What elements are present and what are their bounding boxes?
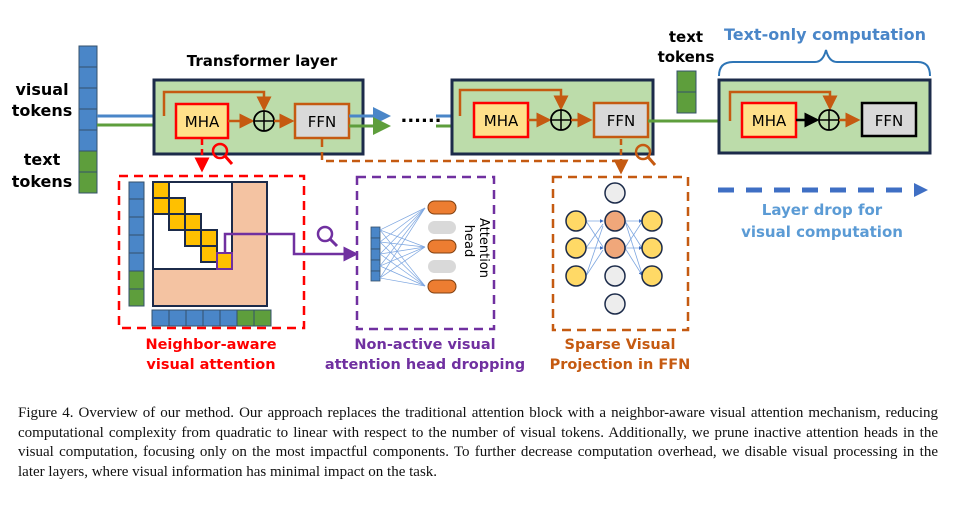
mha-block	[740, 101, 798, 139]
visual-token	[128, 181, 145, 200]
visual-token	[219, 309, 238, 327]
figure-caption: Figure 4. Overview of our method. Our ap…	[18, 405, 938, 480]
visual-token	[78, 45, 98, 68]
visual-token	[128, 252, 145, 272]
panel-caption-line1: Non-active visual	[354, 337, 495, 353]
ffn-connections	[585, 219, 643, 277]
residual-connection	[458, 88, 569, 116]
panel-caption-line2: attention head dropping	[325, 357, 525, 373]
input-neuron	[565, 210, 587, 232]
visual-token	[202, 309, 221, 327]
magnifier-icon	[211, 142, 234, 165]
text-token	[236, 309, 255, 327]
residual-connection	[162, 90, 272, 116]
visual-token	[128, 198, 145, 218]
visual-token	[78, 66, 98, 89]
text-token	[78, 150, 98, 173]
neighbor-aware-attention-panel: Neighbor-aware visual attention	[117, 174, 306, 373]
active-attention-head	[427, 239, 457, 254]
text-tokens-label-line2: tokens	[12, 172, 73, 191]
active-neuron	[604, 210, 626, 232]
head-side-label: head	[461, 225, 476, 257]
transformer-layer-1: MHA FFN	[152, 78, 365, 156]
late-text-tokens-label-line2: tokens	[658, 48, 715, 66]
magnifier-icon	[316, 225, 339, 248]
magnifier-icon	[634, 143, 657, 166]
input-neuron	[565, 237, 587, 259]
attention-side-label: Attention	[476, 218, 491, 278]
mha-label: MHA	[484, 112, 519, 130]
layer-drop-arrowhead	[914, 183, 928, 197]
input-neuron	[565, 265, 587, 287]
dropped-attention-head	[428, 221, 456, 234]
layer-drop-label-line2: visual computation	[741, 223, 903, 241]
visual-token	[128, 216, 145, 236]
inactive-neuron	[604, 293, 626, 315]
mha-block	[174, 102, 230, 140]
ffn-label: FFN	[607, 112, 635, 130]
late-text-tokens-label-line1: text	[669, 28, 703, 46]
panel-caption-line1: Neighbor-aware	[145, 337, 276, 353]
neighbor-attention-cells	[152, 181, 218, 263]
ffn-block	[293, 102, 351, 140]
ffn-block	[592, 101, 650, 139]
text-token	[128, 270, 145, 290]
ellipsis: ......	[400, 106, 441, 127]
mha-label: MHA	[752, 112, 787, 130]
visual-token	[78, 108, 98, 131]
method-overview-diagram: visual tokens text tokens Transformer la…	[12, 25, 932, 373]
ffn-block	[860, 101, 918, 138]
active-attention-head	[427, 279, 457, 294]
attention-head-dropping-panel: Attention head Non-active visual attenti…	[325, 175, 525, 373]
visual-tokens-label-line1: visual	[15, 80, 68, 99]
visual-token	[78, 129, 98, 152]
head-zoom-connector	[223, 232, 359, 262]
dropped-attention-head	[428, 260, 456, 273]
sparse-ffn-projection-panel: Sparse Visual Projection in FFN	[550, 175, 691, 373]
text-token	[676, 70, 697, 93]
input-token-stack	[78, 45, 98, 194]
text-only-brace	[718, 49, 931, 77]
output-neuron	[641, 265, 663, 287]
text-only-computation-title: Text-only computation	[724, 25, 926, 44]
mha-block	[472, 101, 530, 139]
visual-token	[151, 309, 170, 327]
mha-label: MHA	[185, 113, 220, 131]
panel-border	[551, 175, 690, 332]
panel-border	[117, 174, 306, 330]
inactive-neuron	[604, 265, 626, 287]
output-neuron	[641, 210, 663, 232]
text-token	[253, 309, 272, 327]
visual-token	[128, 234, 145, 254]
residual-connection	[728, 90, 838, 121]
visual-token	[185, 309, 204, 327]
layer-drop-label-line1: Layer drop for	[762, 201, 883, 219]
panel-border	[355, 175, 496, 331]
head-connections	[379, 207, 426, 287]
panel-caption-line2: Projection in FFN	[550, 357, 691, 373]
ffn-label: FFN	[875, 112, 903, 130]
visual-token	[78, 87, 98, 110]
text-only-layer: MHA FFN	[717, 78, 932, 155]
text-tokens-label-line1: text	[24, 150, 61, 169]
text-token	[78, 171, 98, 194]
ffn-label: FFN	[308, 113, 336, 131]
input-token-vector	[370, 226, 381, 282]
active-attention-head	[427, 200, 457, 215]
text-token	[128, 288, 145, 307]
ffn-zoom-connector	[320, 139, 621, 163]
visual-token	[168, 309, 187, 327]
active-neuron	[604, 237, 626, 259]
visual-tokens-label-line2: tokens	[12, 101, 73, 120]
panel-caption-line1: Sparse Visual	[565, 337, 676, 353]
output-neuron	[641, 237, 663, 259]
panel-caption-line2: visual attention	[146, 357, 275, 373]
inactive-neuron	[604, 182, 626, 204]
transformer-layer-title: Transformer layer	[187, 52, 338, 70]
transformer-layer-n: MHA FFN	[450, 78, 655, 156]
text-token	[676, 91, 697, 114]
selected-attention-cell	[216, 252, 233, 270]
